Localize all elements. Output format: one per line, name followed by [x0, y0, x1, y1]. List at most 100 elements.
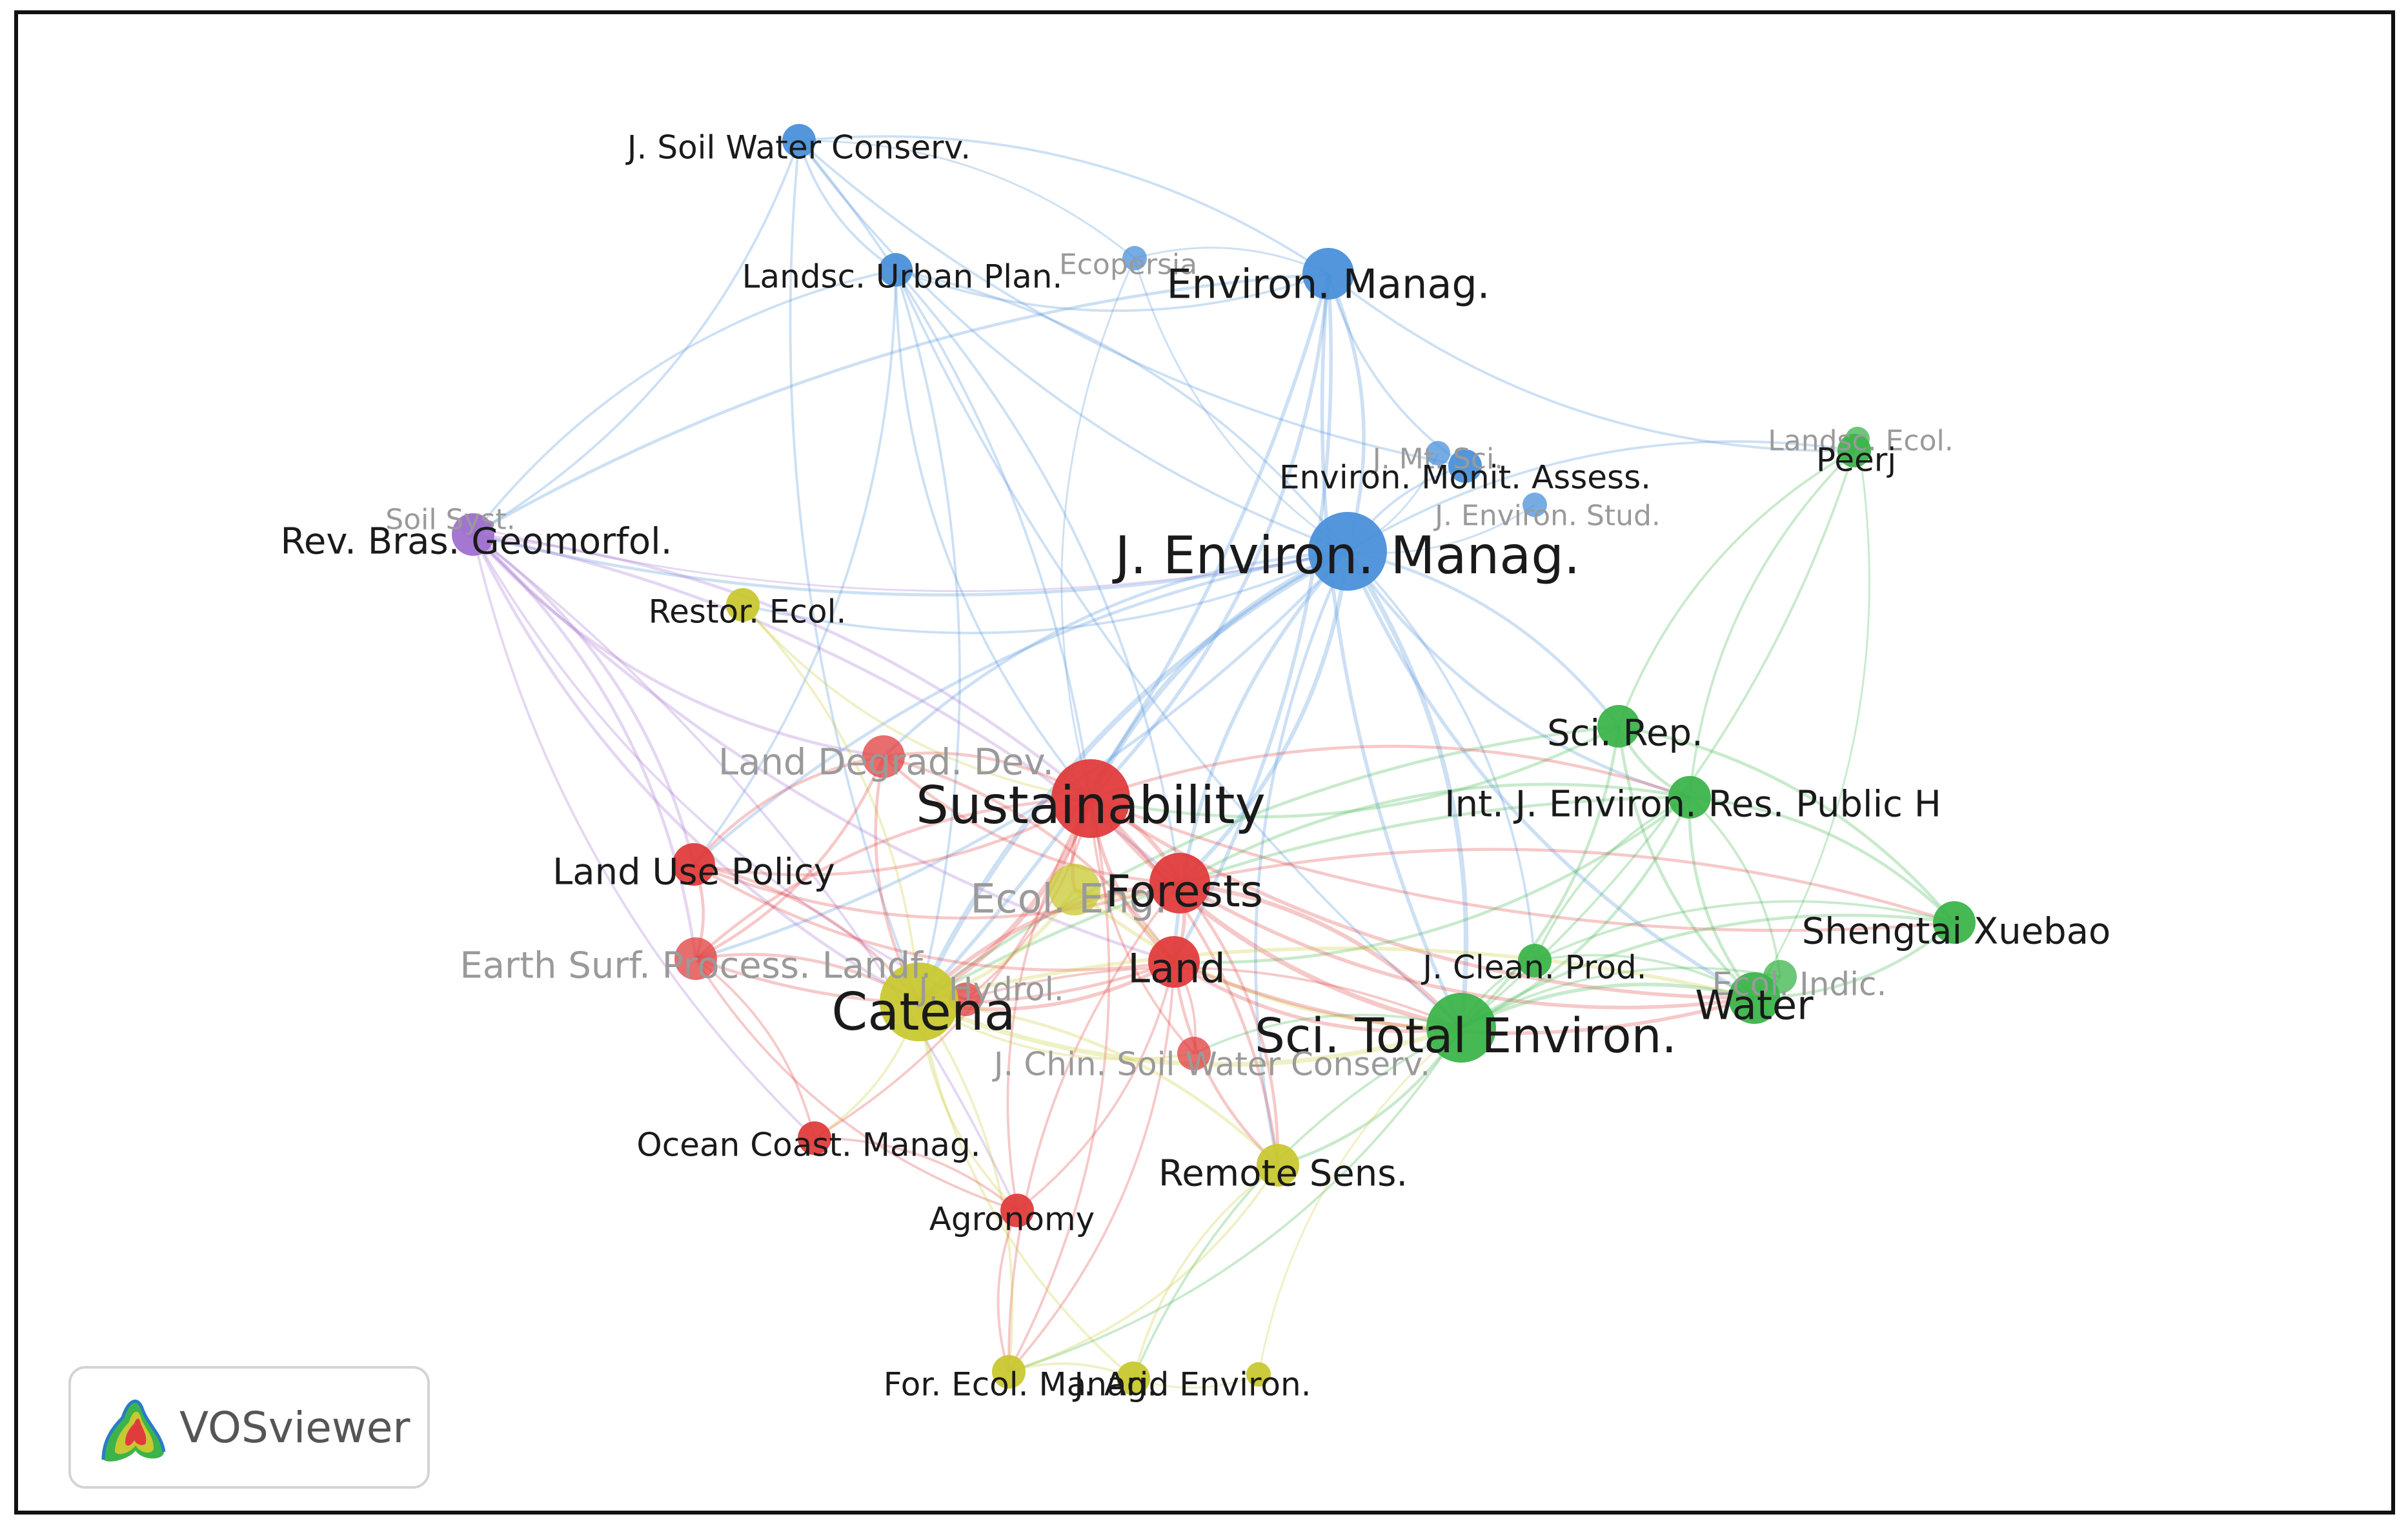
network-node-label-n12[interactable]: Rev. Bras. Geomorfol. [280, 521, 672, 563]
network-node-n2[interactable] [879, 253, 913, 287]
network-node-label-n14[interactable]: Sci. Rep. [1547, 713, 1703, 755]
network-node-label-n3[interactable]: Ecopersia [1059, 248, 1197, 281]
network-node-label-n20[interactable]: Forests [1106, 866, 1263, 917]
network-node-n32[interactable] [1257, 1144, 1299, 1187]
network-link [918, 795, 1690, 1004]
network-link [1172, 273, 1333, 963]
network-node-n30[interactable] [1177, 1037, 1211, 1070]
network-node-n27[interactable] [880, 963, 958, 1041]
network-link [472, 140, 800, 536]
network-link [1257, 1026, 1462, 1375]
network-link [1006, 798, 1092, 1211]
network-node-n12[interactable] [452, 513, 494, 556]
network-link [742, 550, 1348, 635]
network-link [472, 533, 1175, 964]
network-node-n31[interactable] [798, 1121, 831, 1155]
network-link [918, 724, 1619, 1003]
network-node-label-n27[interactable]: Catena [831, 982, 1015, 1042]
network-node-label-n5[interactable]: J. Mt. Sci. [1371, 442, 1503, 475]
network-node-label-n26[interactable]: J. Hydrol. [916, 971, 1064, 1008]
network-node-label-n16[interactable]: Sustainability [916, 775, 1266, 835]
network-node-n15[interactable] [862, 735, 905, 778]
network-node-label-n30[interactable]: J. Chin. Soil Water Conserv. [992, 1046, 1430, 1083]
network-node-n13[interactable] [726, 588, 760, 622]
network-link [1007, 882, 1181, 1372]
network-node-n19[interactable] [1049, 864, 1100, 915]
network-node-n20[interactable] [1149, 853, 1210, 913]
network-node-n7[interactable] [1523, 493, 1547, 517]
network-node-n29[interactable] [1426, 993, 1496, 1063]
network-node-label-n10[interactable]: Peerj [1816, 442, 1896, 479]
network-node-label-n18[interactable]: Land Use Policy [552, 852, 835, 893]
network-node-label-n32[interactable]: Remote Sens. [1158, 1153, 1408, 1195]
network-node-n18[interactable] [673, 843, 715, 886]
network-node-label-n11[interactable]: Soil Syst. [385, 503, 515, 536]
network-node-n8[interactable] [1308, 512, 1387, 591]
network-node-n1[interactable] [782, 124, 816, 158]
network-node-label-n28[interactable]: Water [1695, 982, 1814, 1029]
network-node-label-n33[interactable]: Agronomy [929, 1201, 1095, 1238]
network-node-label-n34[interactable]: For. Ecol. Manag. [884, 1366, 1157, 1403]
vosviewer-logo-icon [101, 1399, 166, 1462]
network-canvas[interactable]: J. Soil Water Conserv. Landsc. Urban Plan… [18, 14, 2391, 1511]
network-link [1753, 438, 1870, 999]
network-node-label-n35[interactable]: J. Arid Environ. [1072, 1366, 1311, 1403]
network-link [798, 140, 897, 271]
network-node-label-n13[interactable]: Restor. Ecol. [649, 593, 847, 631]
network-node-n14[interactable] [1597, 705, 1640, 748]
network-link [1460, 726, 1621, 1029]
network-node-n34[interactable] [992, 1355, 1026, 1389]
network-link [693, 862, 1180, 920]
network-node-n36[interactable] [1246, 1362, 1271, 1387]
network-node-n10[interactable] [1837, 434, 1871, 467]
network-node-label-n21[interactable]: Shengtai Xuebao [1802, 911, 2111, 953]
network-node-n16[interactable] [1051, 759, 1130, 838]
network-node-label-n15[interactable]: Land Degrad. Dev. [718, 742, 1054, 784]
network-link [1618, 724, 1956, 924]
network-node-n28[interactable] [1728, 972, 1780, 1024]
network-link [1172, 961, 1279, 1167]
network-link [693, 755, 884, 866]
network-node-n33[interactable] [1000, 1194, 1034, 1227]
network-link [918, 946, 1755, 1004]
network-node-label-n9[interactable]: Landsc. Ecol. [1768, 424, 1954, 457]
network-node-n21[interactable] [1933, 901, 1976, 944]
network-node-n6[interactable] [1448, 449, 1482, 483]
network-node-label-n29[interactable]: Sci. Total Environ. [1255, 1008, 1677, 1064]
network-node-n4[interactable] [1302, 248, 1354, 300]
network-node-label-n23[interactable]: Land [1128, 945, 1225, 992]
network-node-label-n8[interactable]: J. Environ. Manag. [1112, 525, 1581, 586]
network-node-label-n25[interactable]: Ecol. Indic. [1712, 966, 1887, 1003]
network-node-label-n6[interactable]: Environ. Monit. Assess. [1279, 459, 1651, 496]
network-link [1688, 449, 1856, 798]
network-node-n35[interactable] [1117, 1362, 1150, 1395]
network-node-label-n7[interactable]: J. Environ. Stud. [1433, 499, 1661, 532]
network-node-label-n24[interactable]: J. Clean. Prod. [1421, 949, 1646, 986]
network-node-label-n31[interactable]: Ocean Coast. Manag. [636, 1127, 980, 1164]
network-node-n3[interactable] [1122, 246, 1147, 270]
network-link [1007, 961, 1175, 1373]
network-node-n24[interactable] [1518, 944, 1552, 977]
network-link [472, 533, 1092, 800]
network-node-label-n19[interactable]: Ecol. Eng. [970, 875, 1167, 923]
network-node-n17[interactable] [1668, 776, 1711, 819]
network-node-n22[interactable] [674, 937, 717, 980]
network-link [798, 139, 1092, 799]
network-node-n23[interactable] [1148, 936, 1200, 988]
network-link [1179, 881, 1463, 1030]
network-link [1460, 983, 1755, 1030]
network-link [1179, 848, 1955, 924]
network-link [814, 1137, 1018, 1212]
network-node-label-n1[interactable]: J. Soil Water Conserv. [625, 129, 971, 167]
network-link [472, 272, 1329, 536]
network-node-label-n17[interactable]: Int. J. Environ. Res. Public H [1444, 784, 1941, 826]
network-link [1089, 273, 1330, 800]
network-node-label-n2[interactable]: Landsc. Urban Plan. [742, 258, 1063, 296]
network-node-label-n22[interactable]: Earth Surf. Process. Landf. [460, 945, 931, 987]
network-link [1178, 551, 1350, 885]
network-link [1090, 724, 1620, 819]
network-link [1461, 966, 1781, 1029]
network-node-label-n4[interactable]: Environ. Manag. [1167, 261, 1490, 308]
network-link [472, 533, 1348, 597]
network-node-n5[interactable] [1426, 441, 1450, 465]
